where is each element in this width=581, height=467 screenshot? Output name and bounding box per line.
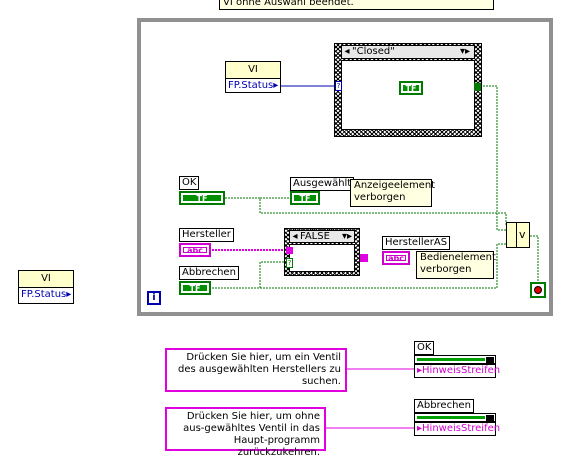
arrow-right-icon: ▸ xyxy=(273,80,279,91)
property-node-main[interactable]: VI FP.Status▸ xyxy=(225,61,281,93)
case-interior xyxy=(289,244,355,272)
hint-abbrechen-track xyxy=(417,416,485,419)
top-comment: VI ohne Auswahl beendet. xyxy=(219,0,494,10)
abbrechen-wire xyxy=(212,261,290,289)
arrow-right-icon: ▸ xyxy=(66,289,72,300)
case-tunnel-out xyxy=(474,83,481,91)
hint-ok-track xyxy=(417,358,485,361)
vi-reference-icon: VI xyxy=(19,271,73,288)
ok-wire xyxy=(225,197,507,226)
hersteller-label: Hersteller xyxy=(179,228,234,242)
case-structure-false[interactable]: ◂FALSE ▾▸ ? xyxy=(284,228,360,276)
hersteller-terminal[interactable]: abc xyxy=(179,243,211,257)
ok-terminal[interactable]: TF xyxy=(179,191,225,205)
hint-abbrechen-arrow-icon xyxy=(486,415,494,425)
hint-abbrechen-terminal[interactable]: ▸HinweisStreifen xyxy=(414,422,500,436)
or-gate-symbol: v xyxy=(519,228,526,241)
property-node-left[interactable]: VI FP.Status▸ xyxy=(18,270,74,304)
true-constant[interactable]: TF xyxy=(399,81,423,95)
info-icon: i xyxy=(152,292,156,303)
property-name: FP.Status▸ xyxy=(21,289,72,300)
arrow-right-icon: ▸ xyxy=(417,423,423,434)
ok-label: OK xyxy=(179,176,200,190)
comment-ok: Drücken Sie hier, um ein Ventil des ausg… xyxy=(165,348,347,392)
abbrechen-label: Abbrechen xyxy=(179,266,239,280)
case-tunnel-string-out xyxy=(360,254,368,262)
herstellerAS-label: HerstellerAS xyxy=(382,236,451,250)
hint-ok-label: OK xyxy=(414,341,435,355)
iteration-terminal[interactable]: i xyxy=(147,291,161,305)
case-structure-closed[interactable]: ◂"Closed" ▾▸ TF ? xyxy=(334,43,482,137)
or-gate[interactable]: v xyxy=(506,222,530,248)
case-tunnel-in: ? xyxy=(335,81,342,91)
or-gate-divider xyxy=(507,223,517,247)
while-loop-frame xyxy=(137,18,553,316)
or-to-stop-wire xyxy=(530,235,539,283)
case-selector[interactable]: ◂FALSE ▾▸ xyxy=(289,230,355,243)
case-tunnel-string-in xyxy=(286,247,293,254)
case-interior xyxy=(341,60,475,130)
vi-icon-label: VI xyxy=(248,64,258,75)
herstellerAS-terminal[interactable]: abc xyxy=(382,251,410,265)
decrement-icon[interactable]: ◂ xyxy=(292,231,298,242)
arrow-right-icon: ▸ xyxy=(417,365,423,376)
bool-wire-out xyxy=(480,85,506,231)
top-comment-text: VI ohne Auswahl beendet. xyxy=(223,0,354,8)
vi-reference-icon: VI xyxy=(226,62,280,79)
stop-sign-icon xyxy=(534,286,542,294)
hint-abbrechen-label: Abbrechen xyxy=(414,399,474,413)
ausgewaehlt-label: Ausgewählt xyxy=(290,177,355,191)
decrement-icon[interactable]: ◂ xyxy=(344,46,350,57)
property-name: FP.Status▸ xyxy=(228,80,279,91)
selector-arrows[interactable]: ▾▸ xyxy=(341,231,352,242)
abbrechen-to-or-wire xyxy=(260,243,506,289)
comment-abbrechen: Drücken Sie hier, um ohne aus-gewähltes … xyxy=(165,407,326,458)
loop-stop-condition[interactable] xyxy=(530,282,546,298)
selector-arrows[interactable]: ▾▸ xyxy=(459,46,470,57)
comment-anzeige: Anzeigeelement verborgen xyxy=(350,179,435,207)
abbrechen-terminal[interactable]: TF xyxy=(179,281,211,295)
hint-abbrechen-node[interactable] xyxy=(414,413,496,425)
bool-constant-text: TF xyxy=(403,85,419,93)
hint-ok-terminal[interactable]: ▸HinweisStreifen xyxy=(414,364,500,378)
hint-ok-node[interactable] xyxy=(414,355,496,367)
ausgewaehlt-terminal[interactable]: TF xyxy=(290,191,320,205)
comment-bedien: Bedienelement verborgen xyxy=(416,251,496,279)
hint-ok-arrow-icon xyxy=(486,357,494,367)
case-selector[interactable]: ◂"Closed" ▾▸ xyxy=(341,45,475,59)
case-tunnel-bool-in: ? xyxy=(286,258,293,268)
